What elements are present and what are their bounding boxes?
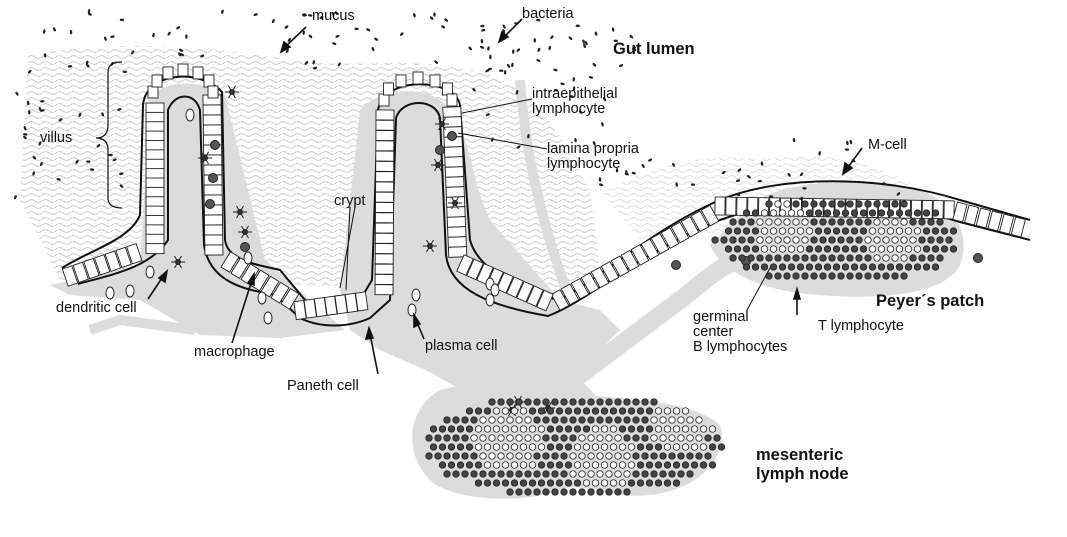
label-peyers-patch: Peyer´s patch	[876, 292, 984, 311]
label-plasma-cell: plasma cell	[425, 338, 498, 354]
label-dendritic-cell: dendritic cell	[56, 300, 137, 316]
label-gut-lumen: Gut lumen	[613, 40, 695, 59]
label-lymph-node: lymph node	[756, 465, 849, 484]
label-mesenteric: mesenteric	[756, 446, 843, 465]
label-intraepithelial-2: lymphocyte	[532, 101, 605, 117]
label-bacteria: bacteria	[522, 6, 574, 22]
label-m-cell: M-cell	[868, 137, 907, 153]
label-intraepithelial: intraepithelial	[532, 86, 617, 102]
label-germinal-center: germinal	[693, 309, 749, 325]
label-lamina-propria: lamina propria	[547, 141, 639, 157]
label-t-lymphocyte: T lymphocyte	[818, 318, 904, 334]
label-mucus: mucus	[312, 8, 355, 24]
label-villus: villus	[40, 130, 72, 146]
label-b-lymphocytes: B lymphocytes	[693, 339, 787, 355]
label-paneth-cell: Paneth cell	[287, 378, 359, 394]
label-crypt: crypt	[334, 193, 365, 209]
label-macrophage: macrophage	[194, 344, 275, 360]
label-germinal-center-2: center	[693, 324, 733, 340]
label-lamina-propria-2: lymphocyte	[547, 156, 620, 172]
